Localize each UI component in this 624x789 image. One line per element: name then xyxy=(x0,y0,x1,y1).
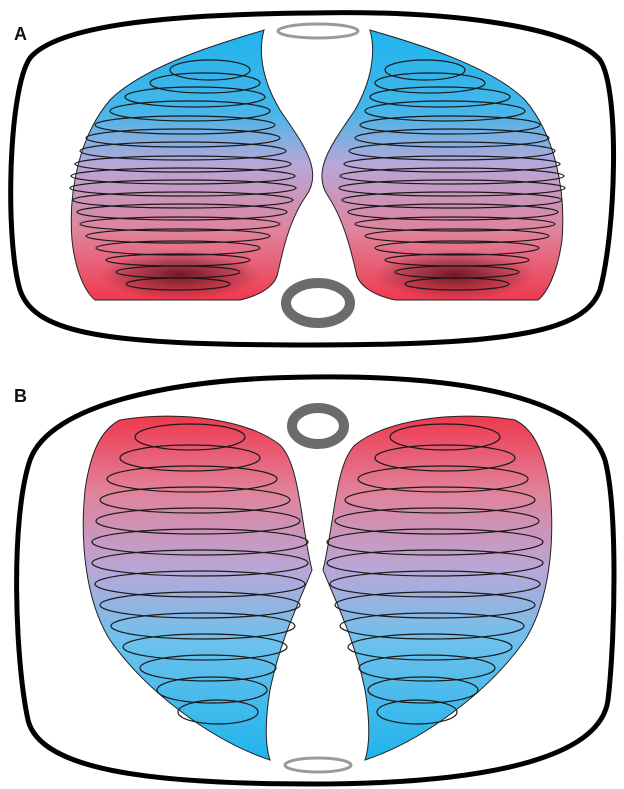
panel-a: A xyxy=(11,13,614,345)
panel-label-b: B xyxy=(14,386,27,406)
panel-b: B xyxy=(14,377,614,784)
panel-label-a: A xyxy=(14,24,27,44)
